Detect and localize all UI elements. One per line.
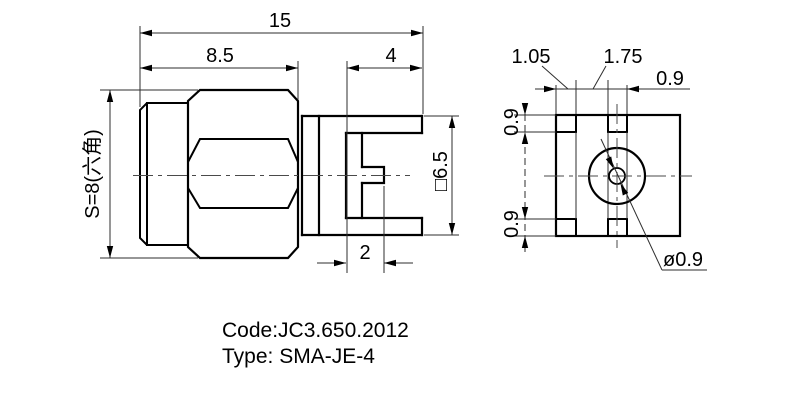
- dim-hole-diameter-label: ø0.9: [663, 249, 703, 271]
- title-notes: Code:JC3.650.2012 Type: SMA-JE-4: [222, 319, 409, 368]
- dim-leg-bottom-label: 0.9: [501, 210, 523, 238]
- note-code: Code:JC3.650.2012: [222, 319, 409, 342]
- dim-arm-length-label: 4: [385, 45, 396, 67]
- dim-slot-label: 1.75: [604, 46, 643, 68]
- dim-hex-size: S=8(六角): [81, 89, 198, 259]
- dim-arm-length: 4: [346, 45, 422, 273]
- dim-hole-diameter: ø0.9: [600, 138, 707, 271]
- dim-top-row: 1.05 1.75 0.9: [512, 46, 690, 114]
- dim-hex-length-label: 8.5: [206, 45, 234, 67]
- dim-total-length-label: 15: [269, 10, 291, 32]
- hex-body-outline: [186, 88, 300, 260]
- dim-left-column: 0.9 0.9: [501, 103, 556, 252]
- mounting-legs: [555, 114, 628, 237]
- dim-hex-size-label: S=8(六角): [81, 129, 104, 218]
- dim-pin-length-label: 2: [359, 242, 370, 264]
- side-view: 15 8.5 4 S=8(六角): [81, 10, 459, 273]
- note-type: Type: SMA-JE-4: [222, 345, 375, 368]
- dim-total-length: 15: [139, 10, 424, 114]
- dim-leg-left-label: 1.05: [512, 46, 551, 68]
- dim-pin-length: 2: [317, 186, 413, 273]
- hex-middle-flat: [187, 138, 299, 209]
- dim-hex-length: 8.5: [140, 45, 299, 100]
- dim-leg-right-label: 0.9: [656, 68, 684, 90]
- end-view: 1.05 1.75 0.9 0.9 0.9 ø0.9: [501, 46, 707, 271]
- dim-bracket-size-label: □6.5: [430, 151, 452, 191]
- dim-leg-top-label: 0.9: [501, 108, 523, 136]
- dim-bracket-size: □6.5: [424, 115, 459, 236]
